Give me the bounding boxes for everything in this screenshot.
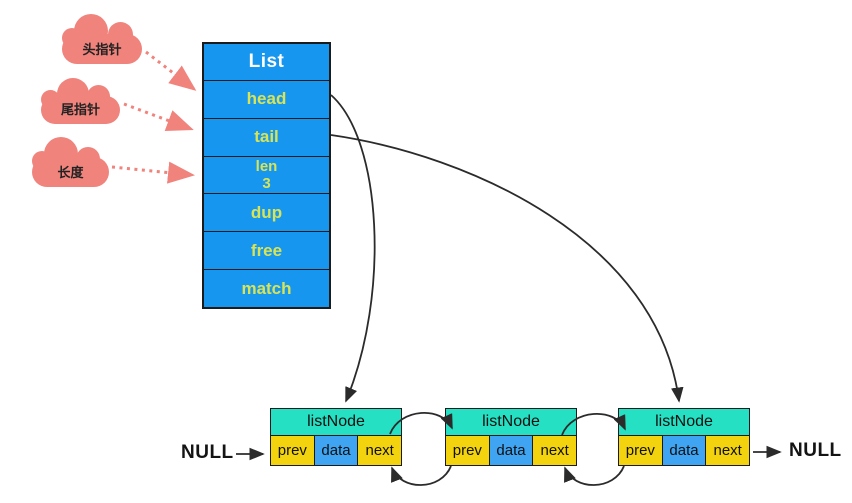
head-pointer-dotted-arrow: [145, 50, 197, 91]
cloud-head-pointer: 头指针: [62, 14, 142, 64]
tail-field-arrow: [330, 134, 684, 403]
cloud-label-tail-pointer: 尾指针: [60, 102, 100, 117]
list-title: List: [248, 51, 285, 72]
node1-data-cell: data: [313, 436, 358, 465]
node2-data-cell: data: [488, 436, 533, 465]
node3-prev-cell: prev: [619, 436, 662, 465]
node1-cells: prev data next: [271, 436, 402, 465]
node1-prev-cell: prev: [271, 436, 314, 465]
tail-pointer-dotted-arrow: [123, 102, 194, 132]
list-row-len: len 3: [204, 155, 329, 194]
node3-prev-arrow: [564, 465, 625, 486]
node1-next-cell: next: [357, 436, 402, 465]
cloud-label-length: 长度: [57, 165, 84, 180]
len-label: len: [255, 158, 278, 176]
null-label-left: NULL: [181, 442, 234, 463]
cloud-label-head-pointer: 头指针: [82, 42, 122, 57]
list-row-dup: dup: [204, 193, 329, 231]
node3-cells: prev data next: [619, 436, 750, 465]
list-struct-box: List head tail len 3 dup free match: [202, 42, 331, 309]
node2-cells: prev data next: [446, 436, 577, 465]
list-row-head: head: [204, 80, 329, 118]
node2-next-cell: next: [532, 436, 577, 465]
node3-title: listNode: [619, 409, 749, 436]
length-dotted-arrow: [111, 161, 195, 184]
len-value: 3: [262, 175, 271, 193]
node2-prev-cell: prev: [446, 436, 489, 465]
null-label-right: NULL: [789, 440, 842, 461]
list-node-3: listNode prev data next: [618, 408, 750, 466]
cloud-length: 长度: [32, 137, 109, 187]
head-field-arrow: [330, 94, 376, 403]
cloud-tail-pointer: 尾指针: [41, 78, 120, 124]
list-row-tail: tail: [204, 117, 329, 156]
list-node-2: listNode prev data next: [445, 408, 577, 466]
list-node-1: listNode prev data next: [270, 408, 402, 466]
list-row-match: match: [204, 269, 329, 307]
node2-prev-arrow: [391, 465, 452, 486]
node2-title: listNode: [446, 409, 576, 436]
node3-data-cell: data: [661, 436, 706, 465]
list-row-free: free: [204, 231, 329, 269]
cloud-shape: [62, 34, 142, 64]
cloud-shape: [32, 157, 109, 187]
cloud-shape: [41, 96, 120, 124]
node1-title: listNode: [271, 409, 401, 436]
node3-next-cell: next: [705, 436, 750, 465]
